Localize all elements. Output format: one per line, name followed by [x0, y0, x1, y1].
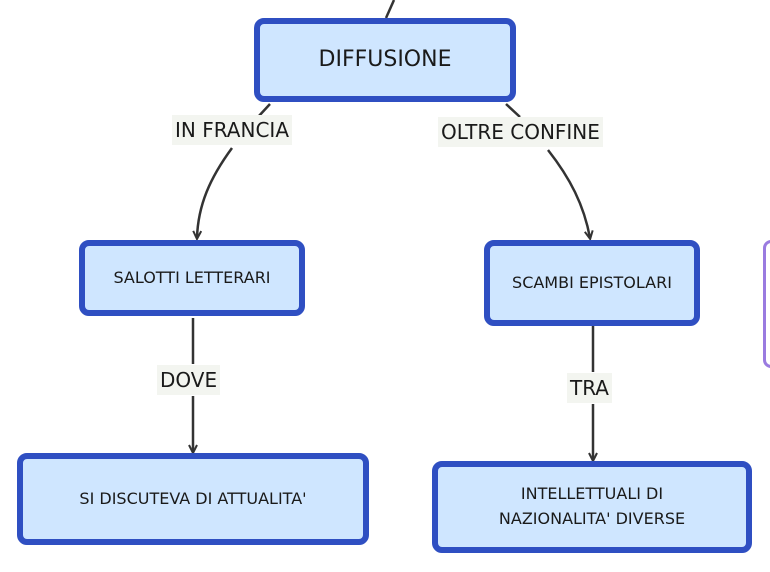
- edge-diffusione-in-francia: [257, 103, 271, 118]
- node-salotti-letterari[interactable]: SALOTTI LETTERARI: [79, 240, 305, 316]
- edge-in-francia-salotti: [197, 147, 234, 238]
- node-si-discuteva-di-attualita-text: SI DISCUTEVA DI ATTUALITA': [79, 488, 307, 508]
- edge-diffusione-oltre-confine: [505, 103, 521, 118]
- node-intellettuali-text-line2: NAZIONALITA' DIVERSE: [498, 509, 686, 528]
- link-label-oltre-confine[interactable]: OLTRE CONFINE: [438, 117, 603, 147]
- edge-oltre-confine-scambi: [547, 149, 590, 238]
- node-scambi-epistolari[interactable]: SCAMBI EPISTOLARI: [484, 240, 700, 326]
- side-panel-tab[interactable]: [763, 240, 770, 368]
- node-scambi-epistolari-text: SCAMBI EPISTOLARI: [512, 272, 672, 292]
- link-label-dove[interactable]: DOVE: [157, 365, 221, 395]
- link-label-tra[interactable]: TRA: [567, 373, 612, 403]
- link-label-in-francia[interactable]: IN FRANCIA: [172, 115, 292, 145]
- edge-incoming-diffusione: [384, 0, 396, 19]
- node-salotti-letterari-text: SALOTTI LETTERARI: [113, 267, 271, 287]
- node-diffusione-text: DIFFUSIONE: [318, 46, 452, 72]
- node-diffusione[interactable]: DIFFUSIONE: [254, 18, 516, 102]
- node-intellettuali-nazionalita-diverse[interactable]: INTELLETTUALI DI NAZIONALITA' DIVERSE: [432, 461, 752, 553]
- node-intellettuali-text-line1: INTELLETTUALI DI: [520, 484, 664, 504]
- node-si-discuteva-di-attualita[interactable]: SI DISCUTEVA DI ATTUALITA': [17, 453, 369, 545]
